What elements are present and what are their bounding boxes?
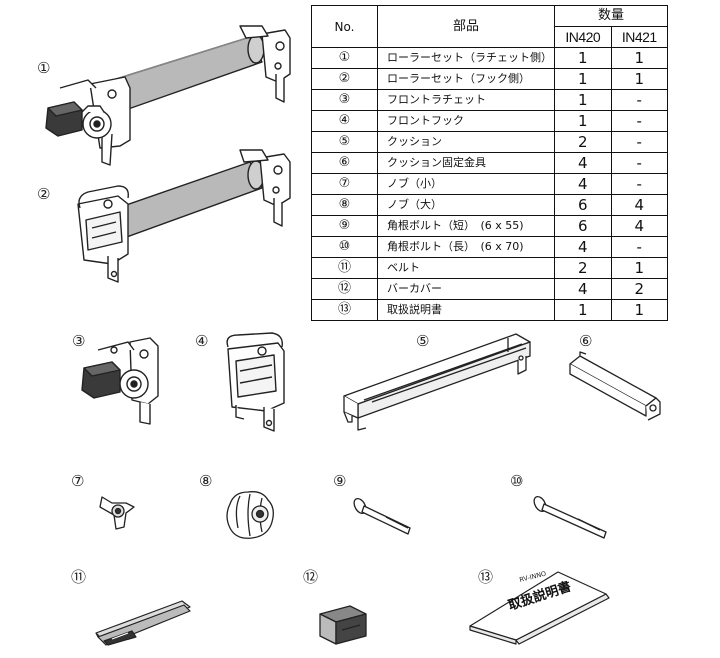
row-no: ⑧ bbox=[311, 194, 378, 216]
part-label-6: ⑥ bbox=[579, 332, 593, 350]
row-qty-in421: 1 bbox=[610, 257, 668, 279]
cushion-bracket-illustration bbox=[569, 351, 661, 421]
row-name: クッション固定金具 bbox=[377, 152, 555, 174]
row-no: ⑦ bbox=[311, 173, 378, 195]
row-name: フロントラチェット bbox=[377, 89, 555, 111]
row-qty-in421: 1 bbox=[610, 299, 668, 321]
small-knob-illustration bbox=[99, 496, 135, 530]
row-no: ⑩ bbox=[311, 236, 378, 258]
row-qty-in420: 4 bbox=[554, 278, 612, 300]
part-label-4: ④ bbox=[195, 332, 209, 350]
header-no: No. bbox=[311, 5, 378, 48]
row-no: ① bbox=[311, 47, 378, 69]
header-quantity: 数量 bbox=[554, 5, 668, 27]
row-qty-in421: - bbox=[610, 236, 668, 258]
row-qty-in421: - bbox=[610, 152, 668, 174]
row-name: ベルト bbox=[377, 257, 555, 279]
row-no: ⑥ bbox=[311, 152, 378, 174]
part-label-5: ⑤ bbox=[416, 332, 430, 350]
row-name: バーカバー bbox=[377, 278, 555, 300]
row-qty-in421: - bbox=[610, 110, 668, 132]
row-qty-in420: 4 bbox=[554, 173, 612, 195]
row-qty-in421: - bbox=[610, 131, 668, 153]
row-name: フロントフック bbox=[377, 110, 555, 132]
front-ratchet-illustration bbox=[81, 337, 159, 425]
part-label-13: ⑬ bbox=[478, 568, 494, 586]
belt-illustration bbox=[95, 600, 191, 646]
part-label-9: ⑨ bbox=[333, 472, 347, 490]
row-name: ローラーセット（フック側） bbox=[377, 68, 555, 90]
roller-set-hook-illustration bbox=[77, 149, 291, 283]
row-qty-in420: 1 bbox=[554, 68, 612, 90]
row-name: クッション bbox=[377, 131, 555, 153]
row-qty-in421: 1 bbox=[610, 68, 668, 90]
row-name: ノブ（大） bbox=[377, 194, 555, 216]
row-qty-in420: 2 bbox=[554, 257, 612, 279]
row-qty-in421: 2 bbox=[610, 278, 668, 300]
row-qty-in421: 4 bbox=[610, 194, 668, 216]
row-qty-in421: - bbox=[610, 173, 668, 195]
row-no: ② bbox=[311, 68, 378, 90]
row-name: 角根ボルト（長） (6 x 70) bbox=[377, 236, 555, 258]
header-model-in420: IN420 bbox=[554, 26, 612, 48]
row-name: 取扱説明書 bbox=[377, 299, 555, 321]
short-bolt-illustration bbox=[353, 497, 411, 535]
row-qty-in420: 4 bbox=[554, 236, 612, 258]
header-model-in421: IN421 bbox=[610, 26, 668, 48]
row-name: ローラーセット（ラチェット側） bbox=[377, 47, 555, 69]
row-qty-in421: - bbox=[610, 89, 668, 111]
bar-cover-illustration bbox=[319, 605, 367, 645]
header-part-name: 部品 bbox=[377, 5, 555, 48]
part-label-3: ③ bbox=[72, 332, 86, 350]
row-no: ④ bbox=[311, 110, 378, 132]
row-no: ⑫ bbox=[311, 278, 378, 300]
part-label-1: ① bbox=[37, 59, 51, 77]
cushion-illustration bbox=[343, 333, 531, 431]
row-qty-in421: 1 bbox=[610, 47, 668, 69]
row-qty-in420: 1 bbox=[554, 47, 612, 69]
row-no: ⑨ bbox=[311, 215, 378, 237]
row-no: ③ bbox=[311, 89, 378, 111]
row-qty-in421: 4 bbox=[610, 215, 668, 237]
row-name: 角根ボルト（短） (6 x 55) bbox=[377, 215, 555, 237]
long-bolt-illustration bbox=[533, 495, 607, 539]
row-qty-in420: 1 bbox=[554, 299, 612, 321]
row-qty-in420: 2 bbox=[554, 131, 612, 153]
instruction-manual-illustration: RV-INNO 取扱説明書 bbox=[469, 570, 610, 645]
part-label-2: ② bbox=[37, 185, 51, 203]
part-label-12: ⑫ bbox=[303, 568, 319, 586]
row-qty-in420: 6 bbox=[554, 215, 612, 237]
roller-set-ratchet-illustration bbox=[45, 25, 291, 166]
row-no: ⑤ bbox=[311, 131, 378, 153]
front-hook-illustration bbox=[226, 332, 285, 432]
row-qty-in420: 1 bbox=[554, 89, 612, 111]
part-label-7: ⑦ bbox=[71, 472, 85, 490]
row-qty-in420: 6 bbox=[554, 194, 612, 216]
part-label-8: ⑧ bbox=[199, 472, 213, 490]
large-knob-illustration bbox=[226, 491, 274, 539]
row-name: ノブ（小） bbox=[377, 173, 555, 195]
row-no: ⑬ bbox=[311, 299, 378, 321]
row-qty-in420: 4 bbox=[554, 152, 612, 174]
part-label-10: ⑩ bbox=[510, 472, 524, 490]
row-no: ⑪ bbox=[311, 257, 378, 279]
row-qty-in420: 1 bbox=[554, 110, 612, 132]
part-label-11: ⑪ bbox=[71, 568, 87, 586]
